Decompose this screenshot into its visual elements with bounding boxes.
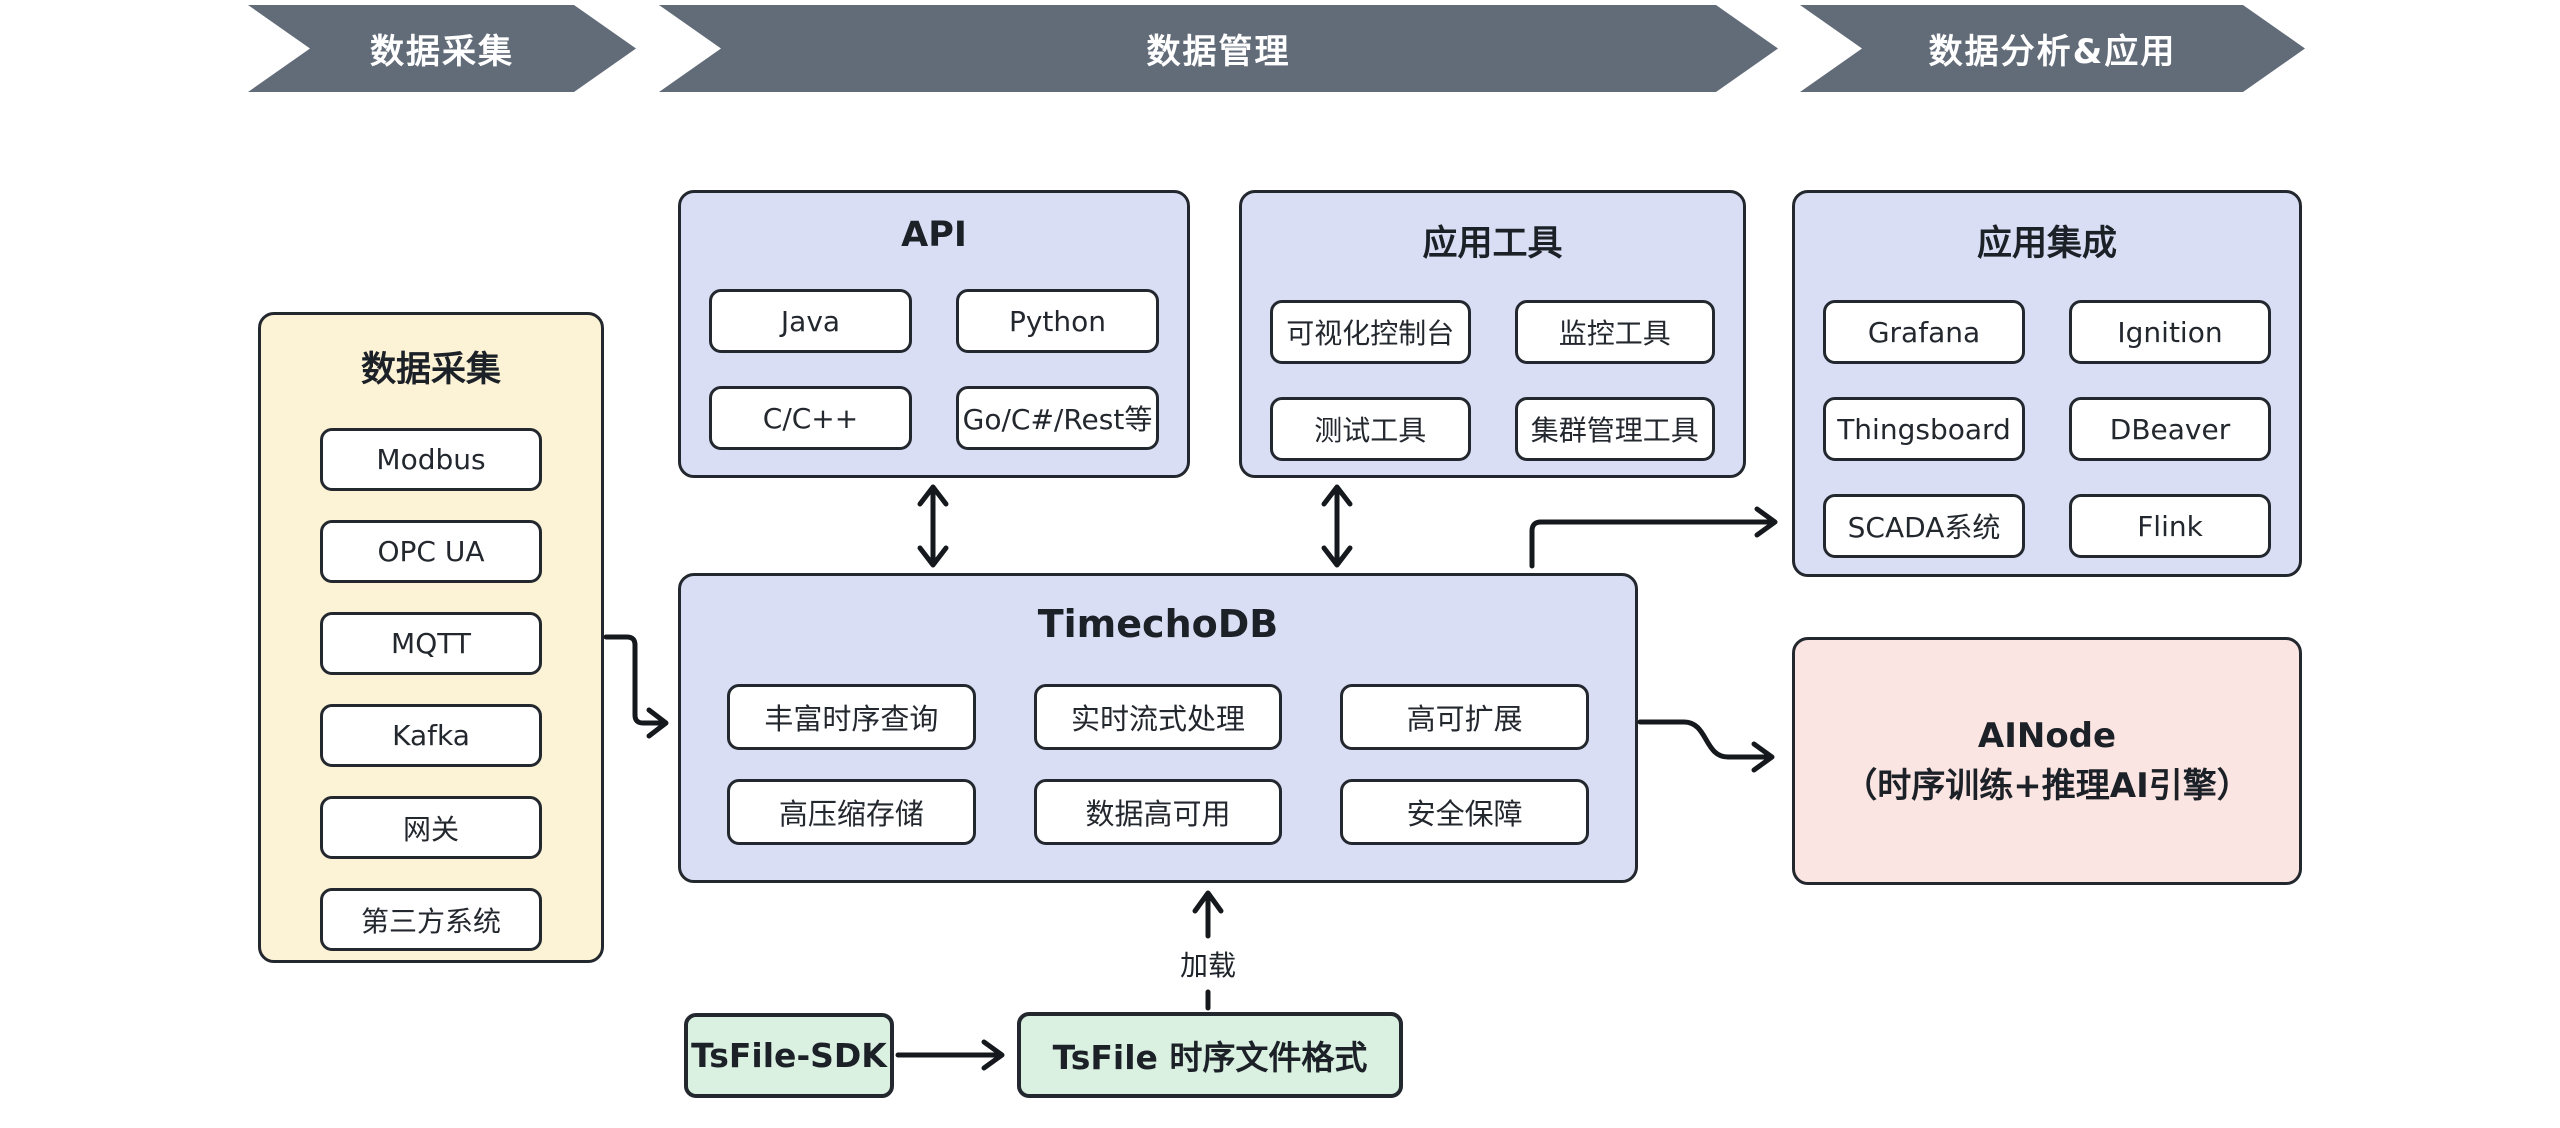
chip-grafana: Grafana bbox=[1823, 300, 2025, 364]
arrow-tools-timechodb bbox=[1321, 484, 1353, 568]
arrow-timechodb-to-ainode bbox=[1637, 719, 1775, 773]
api-items: Java Python C/C++ Go/C#/Rest等 bbox=[709, 289, 1159, 450]
chip-scada-system: SCADA系统 bbox=[1823, 494, 2025, 558]
banner-data-management: 数据管理 bbox=[659, 5, 1778, 92]
application-integrations-items: Grafana Ignition Thingsboard DBeaver SCA… bbox=[1823, 300, 2271, 558]
ainode-panel: AINode （时序训练+推理AI引擎） bbox=[1792, 637, 2302, 885]
load-label: 加载 bbox=[1158, 944, 1258, 984]
chip-data-high-availability: 数据高可用 bbox=[1033, 779, 1283, 845]
chip-third-party-system: 第三方系统 bbox=[320, 888, 542, 951]
api-title: API bbox=[901, 215, 967, 255]
chip-security-assurance: 安全保障 bbox=[1340, 779, 1589, 845]
banner-data-analysis: 数据分析&应用 bbox=[1800, 5, 2305, 92]
chip-realtime-stream-processing: 实时流式处理 bbox=[1033, 684, 1283, 750]
application-tools-title: 应用工具 bbox=[1422, 224, 1563, 264]
chip-monitoring-tool: 监控工具 bbox=[1514, 300, 1715, 364]
application-integrations-title: 应用集成 bbox=[1976, 224, 2117, 264]
chip-high-scalability: 高可扩展 bbox=[1340, 684, 1589, 750]
chip-cluster-management-tool: 集群管理工具 bbox=[1514, 397, 1715, 461]
banner-data-analysis-label: 数据分析&应用 bbox=[1928, 32, 2177, 72]
arrow-timechodb-to-integrations bbox=[1529, 506, 1778, 569]
timechodb-items: 丰富时序查询 实时流式处理 高可扩展 高压缩存储 数据高可用 安全保障 bbox=[727, 684, 1589, 845]
chip-java: Java bbox=[709, 289, 912, 353]
chip-high-compression-storage: 高压缩存储 bbox=[727, 779, 976, 845]
chip-mqtt: MQTT bbox=[320, 612, 542, 675]
arrow-collection-to-timechodb bbox=[603, 634, 669, 739]
data-collection-title: 数据采集 bbox=[360, 350, 501, 390]
tsfile-sdk-box: TsFile-SDK bbox=[684, 1013, 894, 1098]
ainode-title: AINode bbox=[1977, 716, 2117, 756]
application-integrations-panel: 应用集成 Grafana Ignition Thingsboard DBeave… bbox=[1792, 190, 2302, 577]
chip-flink: Flink bbox=[2069, 494, 2271, 558]
application-tools-panel: 应用工具 可视化控制台 监控工具 测试工具 集群管理工具 bbox=[1239, 190, 1746, 478]
chip-thingsboard: Thingsboard bbox=[1823, 397, 2025, 461]
data-collection-panel: 数据采集 Modbus OPC UA MQTT Kafka 网关 第三方系统 bbox=[258, 312, 604, 963]
tsfile-format-box: TsFile 时序文件格式 bbox=[1017, 1012, 1403, 1098]
arrow-api-timechodb bbox=[917, 484, 949, 568]
chip-c-cpp: C/C++ bbox=[709, 386, 912, 450]
chip-ignition: Ignition bbox=[2069, 300, 2271, 364]
chip-rich-timeseries-query: 丰富时序查询 bbox=[727, 684, 976, 750]
timechodb-title: TimechoDB bbox=[1037, 602, 1279, 646]
chip-testing-tool: 测试工具 bbox=[1270, 397, 1471, 461]
chip-gateway: 网关 bbox=[320, 796, 542, 859]
chip-opc-ua: OPC UA bbox=[320, 520, 542, 583]
banner-data-collection-label: 数据采集 bbox=[370, 32, 514, 72]
chip-visual-console: 可视化控制台 bbox=[1270, 300, 1471, 364]
chip-kafka: Kafka bbox=[320, 704, 542, 767]
ainode-subtitle: （时序训练+推理AI引擎） bbox=[1843, 766, 2251, 806]
chip-go-csharp-rest: Go/C#/Rest等 bbox=[956, 386, 1159, 450]
timechodb-panel: TimechoDB 丰富时序查询 实时流式处理 高可扩展 高压缩存储 数据高可用… bbox=[678, 573, 1638, 883]
chip-modbus: Modbus bbox=[320, 428, 542, 491]
api-panel: API Java Python C/C++ Go/C#/Rest等 bbox=[678, 190, 1190, 478]
data-collection-items: Modbus OPC UA MQTT Kafka 网关 第三方系统 bbox=[261, 428, 601, 951]
arrow-sdk-to-format bbox=[895, 1039, 1005, 1071]
chip-python: Python bbox=[956, 289, 1159, 353]
application-tools-items: 可视化控制台 监控工具 测试工具 集群管理工具 bbox=[1270, 300, 1715, 461]
chip-dbeaver: DBeaver bbox=[2069, 397, 2271, 461]
banner-data-management-label: 数据管理 bbox=[1146, 32, 1291, 72]
banner-data-collection: 数据采集 bbox=[248, 5, 636, 92]
